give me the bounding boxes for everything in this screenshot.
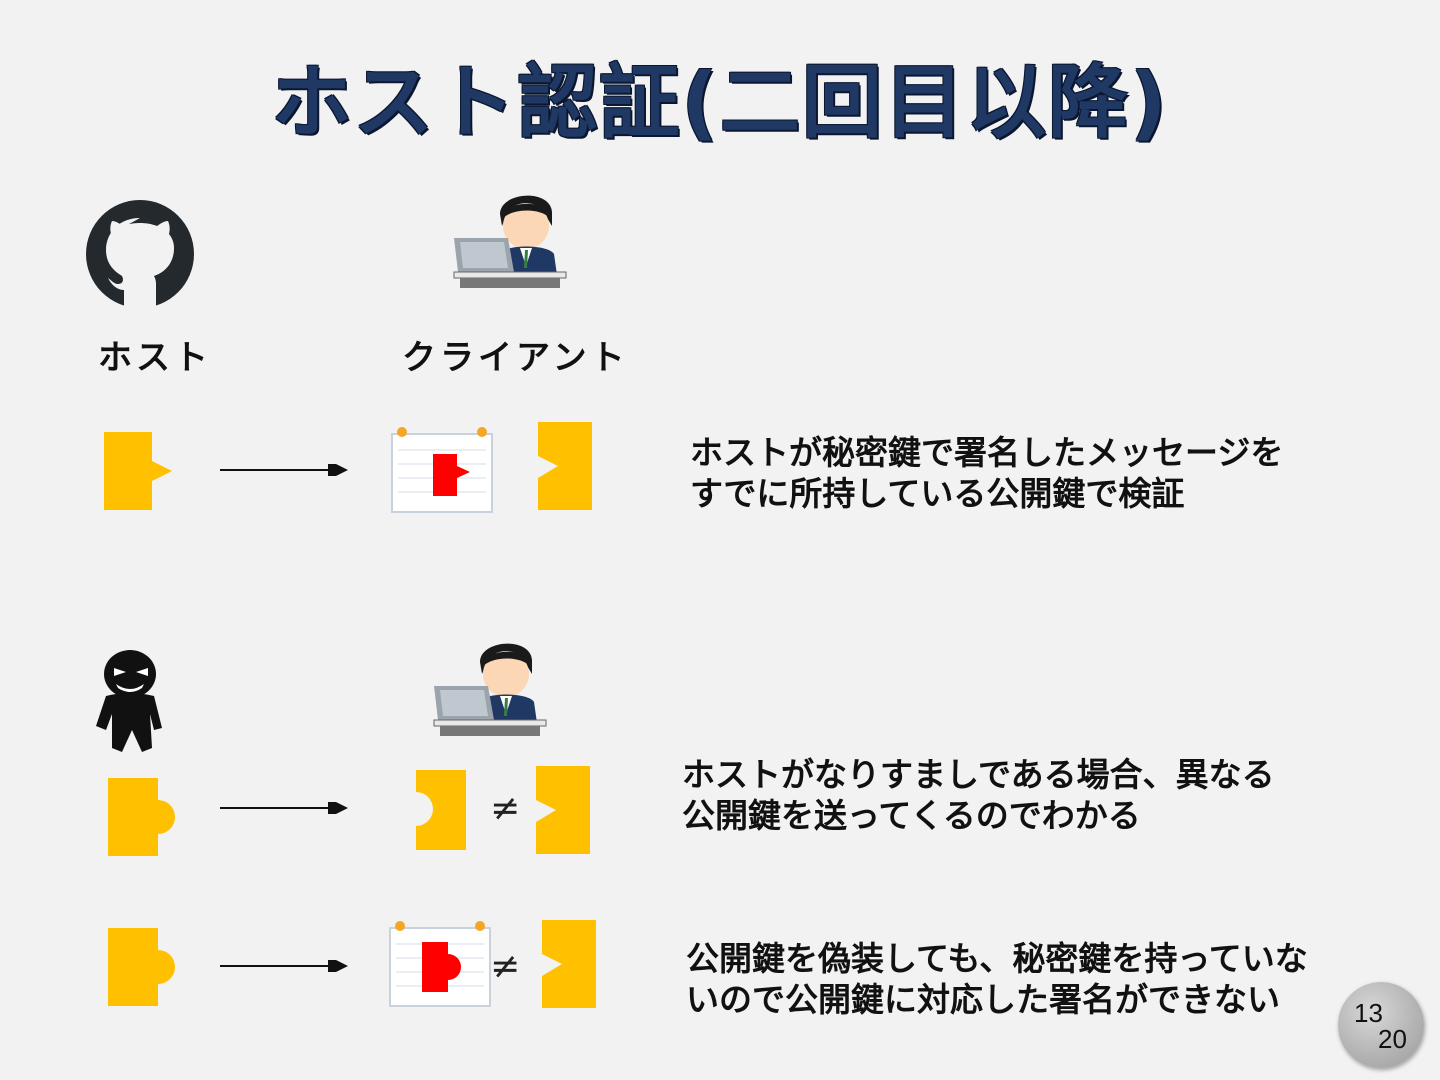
host-label: ホスト: [98, 338, 212, 378]
private-key-icon: [104, 432, 172, 510]
page-current: 13: [1354, 998, 1383, 1028]
public-key-icon-3: [542, 920, 596, 1008]
forge-description-line1: 公開鍵を偽装しても、秘密鍵を持っていな: [686, 939, 1308, 978]
github-icon: [86, 200, 194, 308]
forge-description: 公開鍵を偽装しても、秘密鍵を持っていな いので公開鍵に対応した署名ができない: [686, 938, 1308, 1020]
signature-mark: [433, 454, 470, 496]
public-key-icon: [538, 422, 592, 510]
fake-public-key-icon: [416, 770, 466, 850]
arrow-icon-2: [220, 802, 348, 814]
arrow-icon: [220, 464, 348, 476]
client-person-icon-2: [433, 643, 547, 736]
forged-signed-document-icon: [389, 921, 491, 1007]
spoof-description-line1: ホストがなりすましである場合、異なる: [682, 755, 1275, 794]
not-equal-sign-2: ≠: [490, 946, 521, 987]
attacker-icon: [96, 650, 162, 752]
page-number-badge: [1338, 982, 1424, 1068]
not-equal-sign: ≠: [490, 788, 521, 829]
normal-description-line2: すでに所持している公開鍵で検証: [690, 474, 1185, 513]
client-person-icon: [453, 195, 567, 288]
forge-description-line2: いので公開鍵に対応した署名ができない: [686, 980, 1280, 1019]
fake-private-key-icon-2: [108, 928, 175, 1006]
spoof-description-line2: 公開鍵を送ってくるのでわかる: [682, 796, 1141, 835]
slide-title: ホスト認証(二回目以降): [271, 56, 1169, 149]
normal-description: ホストが秘密鍵で署名したメッセージを すでに所持している公開鍵で検証: [690, 432, 1283, 514]
forged-signature-mark: [422, 942, 461, 992]
fake-private-key-icon: [108, 778, 175, 856]
normal-description-line1: ホストが秘密鍵で署名したメッセージを: [690, 433, 1284, 472]
arrow-icon-3: [220, 960, 348, 972]
client-label: クライアント: [402, 338, 629, 378]
signed-document-icon: [391, 427, 493, 513]
public-key-icon-2: [536, 766, 590, 854]
spoof-description: ホストがなりすましである場合、異なる 公開鍵を送ってくるのでわかる: [682, 754, 1275, 836]
page-total: 20: [1378, 1024, 1407, 1054]
